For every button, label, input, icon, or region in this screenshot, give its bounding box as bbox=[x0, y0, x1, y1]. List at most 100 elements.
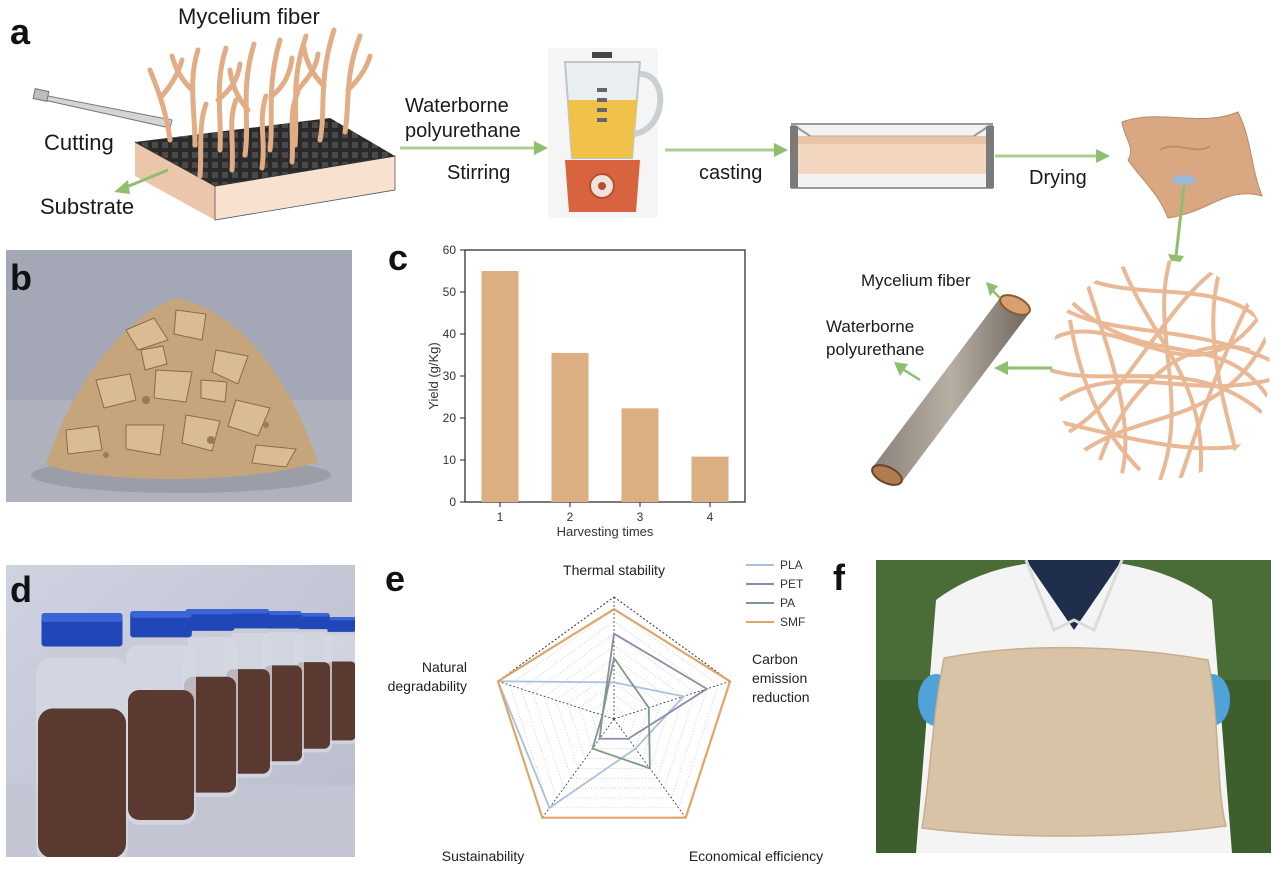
fiber-network bbox=[1050, 260, 1270, 480]
stirring-arrow bbox=[400, 141, 548, 155]
bottle-liquid bbox=[326, 661, 355, 741]
stirring-label: Stirring bbox=[447, 162, 511, 184]
y-tick-label: 20 bbox=[443, 411, 457, 425]
roll-label-arrows bbox=[894, 282, 1001, 382]
panel-label-d: d bbox=[10, 569, 32, 610]
bottle-cap-top bbox=[226, 609, 270, 614]
mycelium-fiber-label: Mycelium fiber bbox=[178, 4, 320, 29]
bottle-cap bbox=[326, 617, 355, 632]
mycelium-strands bbox=[147, 27, 373, 179]
bottle-cap-top bbox=[41, 613, 123, 622]
bottle-liquid bbox=[128, 689, 194, 820]
bottle-cap-top bbox=[326, 617, 355, 621]
panel-label-e: e bbox=[385, 558, 406, 599]
y-axis-label: Yield (g/Kg) bbox=[426, 342, 441, 409]
roll-mycelium-label: Mycelium fiber bbox=[861, 271, 971, 290]
substrate-arrow bbox=[114, 168, 169, 194]
legend-label-pa: PA bbox=[780, 596, 795, 610]
sheet-illustration bbox=[876, 560, 1271, 853]
radar-spoke bbox=[613, 680, 731, 720]
radar-axis-label: Natural bbox=[422, 659, 467, 675]
roll-polyurethane-label: polyurethane bbox=[826, 340, 925, 359]
radar-axis-label: emission bbox=[752, 670, 807, 686]
radar-axis-label: Economical efficiency bbox=[689, 848, 823, 864]
bottle-cap bbox=[226, 609, 270, 629]
bottle-liquid bbox=[296, 662, 330, 749]
photo-mycelium-flakes bbox=[6, 250, 352, 502]
radar-axis-label: reduction bbox=[752, 689, 810, 705]
bottle bbox=[126, 611, 196, 825]
bottle bbox=[262, 611, 304, 765]
casting-label: casting bbox=[699, 162, 763, 184]
x-axis-label: Harvesting times bbox=[557, 524, 654, 539]
y-tick-label: 0 bbox=[449, 495, 456, 509]
bottle-neck bbox=[188, 630, 232, 639]
cutting-label: Cutting bbox=[44, 130, 114, 155]
bottle-neck bbox=[229, 628, 267, 636]
y-tick-label: 60 bbox=[443, 243, 457, 257]
bar-3 bbox=[621, 408, 659, 502]
drying-arrow bbox=[995, 149, 1110, 163]
dried-film bbox=[1121, 111, 1263, 219]
bottle-liquid bbox=[184, 676, 236, 793]
bottle-neck bbox=[267, 628, 299, 635]
radar-spoke bbox=[541, 718, 615, 818]
casting-mold bbox=[790, 123, 994, 189]
drying-label: Drying bbox=[1029, 167, 1087, 189]
bar-4 bbox=[691, 456, 729, 502]
x-tick-label: 4 bbox=[707, 510, 714, 524]
knife-icon bbox=[32, 88, 173, 129]
process-diagram bbox=[32, 27, 1270, 486]
bottle-neck bbox=[298, 629, 328, 635]
casting-arrow bbox=[665, 143, 788, 157]
radar-axis-label: Carbon bbox=[752, 651, 798, 667]
bottle-liquid bbox=[264, 665, 302, 762]
waterborne-label: Waterborne bbox=[405, 95, 509, 117]
bottle-liquid bbox=[38, 708, 126, 857]
bottles-illustration bbox=[6, 565, 355, 857]
bottle bbox=[36, 613, 128, 857]
y-tick-label: 30 bbox=[443, 369, 457, 383]
bottle-cap-top bbox=[185, 609, 235, 615]
panel-label-f: f bbox=[833, 557, 845, 598]
radar-grid-ring bbox=[509, 608, 719, 809]
panel-label-c: c bbox=[388, 237, 409, 278]
bottle-cap bbox=[264, 611, 302, 629]
bottle-cap-top bbox=[296, 613, 330, 617]
y-tick-label: 40 bbox=[443, 327, 457, 341]
panel-label-a: a bbox=[10, 11, 31, 52]
bottle-neck bbox=[328, 631, 354, 637]
bottle-neck bbox=[47, 646, 117, 660]
legend-label-pet: PET bbox=[780, 577, 804, 591]
bottle-cap bbox=[296, 613, 330, 630]
roll-waterborne-label: Waterborne bbox=[826, 317, 915, 336]
radar-axis-label: Thermal stability bbox=[563, 562, 665, 578]
bar-1 bbox=[481, 271, 519, 502]
roll-arrow bbox=[994, 361, 1052, 375]
material-roll bbox=[871, 294, 1031, 486]
radar-series-pa bbox=[591, 655, 651, 770]
bottle-neck bbox=[134, 637, 188, 648]
legend-label-smf: SMF bbox=[780, 615, 805, 629]
bar-2 bbox=[551, 352, 589, 502]
flakes-illustration bbox=[6, 250, 352, 502]
radar-grid-ring bbox=[497, 596, 731, 819]
x-tick-label: 1 bbox=[497, 510, 504, 524]
radar-spoke bbox=[497, 680, 615, 720]
y-tick-label: 50 bbox=[443, 285, 457, 299]
panel-label-b: b bbox=[10, 257, 32, 298]
photo-bottles bbox=[6, 565, 355, 857]
blender-icon bbox=[548, 48, 664, 218]
y-tick-label: 10 bbox=[443, 453, 457, 467]
bottle-cap-top bbox=[130, 611, 192, 618]
radar-axis-label: degradability bbox=[388, 678, 467, 694]
substrate-label: Substrate bbox=[40, 194, 135, 219]
radar-series-pla bbox=[496, 680, 686, 810]
polyurethane-label: polyurethane bbox=[405, 120, 521, 142]
bottle-cap bbox=[185, 609, 235, 631]
x-tick-label: 3 bbox=[637, 510, 644, 524]
radar-series-smf bbox=[496, 607, 732, 819]
